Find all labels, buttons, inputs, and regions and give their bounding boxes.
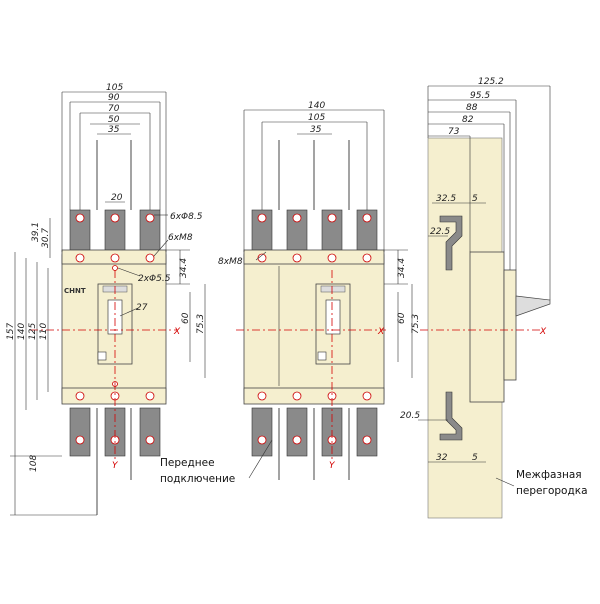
dim-width: 105	[106, 83, 123, 93]
dim-width: 35	[108, 125, 120, 135]
callout-mount-holes: 2xΦ5.5	[138, 274, 171, 284]
dim-width: 105	[308, 113, 325, 123]
mounting-hole	[75, 213, 85, 223]
dim-height: 110	[39, 323, 49, 340]
dim-lower: 20.5	[400, 411, 420, 421]
dim-width: 35	[310, 125, 322, 135]
dim-depth: 95.5	[470, 91, 490, 101]
y-axis-label: Y	[329, 461, 336, 471]
dim-right: 75.3	[411, 314, 421, 334]
fixing-hole	[112, 265, 118, 271]
callout-screws: 6xM8	[168, 233, 193, 243]
screw-hole	[145, 253, 155, 263]
four-pole-front-view: X Y 140 105 35 8xM8 34.4 60 75.3 Передне…	[160, 101, 421, 485]
x-axis-label: X	[173, 327, 181, 337]
bottom-terminal-bar	[356, 407, 378, 457]
lower-terminal-profile	[439, 391, 463, 441]
phase-barrier-label-line1: Межфазная	[516, 469, 582, 481]
test-button	[97, 351, 107, 361]
rating-plate	[320, 285, 346, 293]
three-pole-front-view: CHNT X Y 105 90 70 50	[6, 83, 206, 516]
mounting-hole	[145, 213, 155, 223]
x-axis-label: X	[377, 327, 385, 337]
dim-right: 60	[181, 312, 191, 324]
dim-width: 70	[108, 104, 120, 114]
breaker-bottom-rail	[243, 387, 385, 405]
phase-barrier-label-line2: перегородка	[516, 485, 588, 497]
handle-window	[315, 283, 351, 365]
breaker-body	[243, 251, 385, 403]
x-axis-label: X	[539, 327, 547, 337]
dim-width: 50	[108, 115, 120, 125]
screw-hole	[75, 391, 85, 401]
brand-label: CHNT	[64, 287, 86, 295]
dim-depth: 73	[448, 127, 460, 137]
handle-side	[515, 295, 551, 317]
dim-depth: 82	[462, 115, 474, 125]
breaker-side-body	[469, 251, 505, 403]
dim-pitch: 20	[111, 193, 123, 203]
dim-right: 34.4	[179, 258, 189, 278]
bottom-terminal-bar	[251, 407, 273, 457]
front-connection-label-line1: Переднее	[160, 457, 215, 469]
screw-hole	[75, 253, 85, 263]
dim-height: 125	[28, 323, 38, 340]
dim-height: 39.1	[31, 222, 41, 242]
screw-hole	[145, 391, 155, 401]
dim-height: 30.7	[41, 228, 51, 248]
front-connection-label-line2: подключение	[160, 473, 235, 485]
callout-screws: 8xM8	[218, 257, 243, 267]
breaker-top-rail	[243, 249, 385, 265]
test-button	[317, 351, 327, 361]
dim-upper: 32.5	[436, 194, 456, 204]
dim-right: 34.4	[397, 258, 407, 278]
dim-height: 157	[6, 323, 16, 340]
dim-right: 75.3	[196, 314, 206, 334]
dim-handle: 27	[136, 303, 148, 313]
mounting-hole	[110, 213, 120, 223]
handle	[325, 299, 341, 335]
dim-upper: 22.5	[430, 227, 450, 237]
dim-lower: 32	[436, 453, 448, 463]
dim-right: 60	[397, 312, 407, 324]
side-view: X 125.2 95.5 88 82 73 32.5 5 22.5 20.5 3…	[400, 77, 588, 519]
dim-depth: 88	[466, 103, 478, 113]
mounting-hole	[145, 435, 155, 445]
mounting-hole	[75, 435, 85, 445]
dim-height: 140	[17, 323, 27, 340]
upper-terminal-profile	[439, 215, 463, 271]
dim-depth: 125.2	[478, 77, 504, 87]
screw-hole	[110, 253, 120, 263]
dim-height: 108	[29, 455, 39, 472]
dim-width: 90	[108, 93, 120, 103]
callout-holes: 6xΦ8.5	[170, 212, 203, 222]
dim-width: 140	[308, 101, 325, 111]
breaker-side-front	[503, 269, 517, 381]
dim-upper: 5	[472, 194, 478, 204]
bottom-terminal-bar	[69, 407, 91, 457]
y-axis-label: Y	[112, 461, 119, 471]
bottom-terminal-bar	[139, 407, 161, 457]
bottom-terminal-bar	[286, 407, 308, 457]
dim-lower: 5	[472, 453, 478, 463]
